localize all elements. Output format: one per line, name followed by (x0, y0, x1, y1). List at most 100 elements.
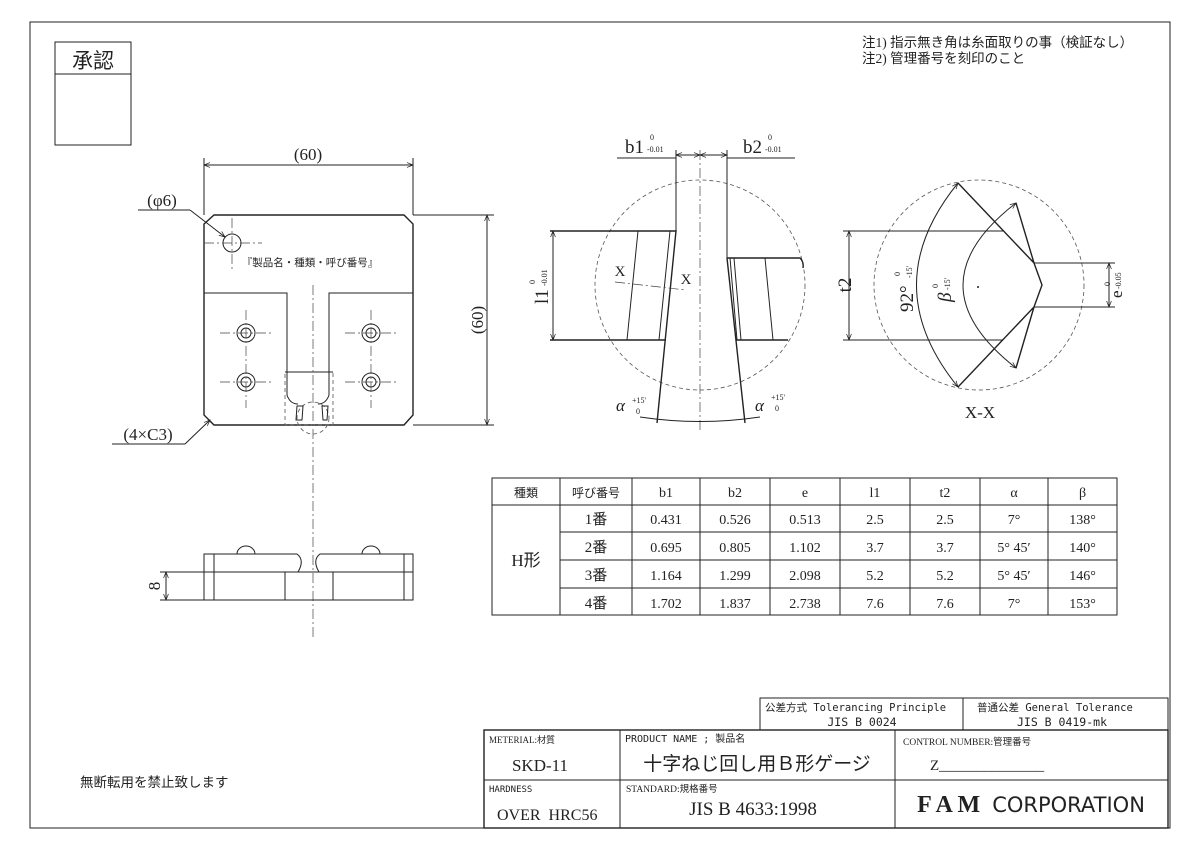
table-cell: 5.2 (936, 569, 954, 584)
section-marker-right: X (681, 272, 692, 288)
material-label: METERIAL:材質 (489, 734, 555, 745)
material-value: SKD-11 (512, 756, 568, 775)
beta-upper-tol: 0 (931, 284, 940, 288)
table-cell: 138° (1069, 513, 1096, 528)
angle-upper-tol: 0 (893, 272, 902, 276)
section-title: X-X (965, 403, 995, 422)
table-cell: 1.164 (650, 569, 682, 584)
table-cell: 0.695 (650, 541, 682, 556)
b2-upper-tol: 0 (768, 133, 772, 142)
table-cell: 3番 (585, 567, 608, 584)
table-cell: 2.738 (789, 597, 821, 612)
b1-upper-tol: 0 (650, 133, 654, 142)
product-value: 十字ねじ回し用Ｂ形ゲージ (643, 753, 871, 775)
table-cell: 3.7 (866, 541, 884, 556)
e-lower-tol: -0.05 (1114, 272, 1123, 289)
tolerancing-label: 公差方式 Tolerancing Principle (765, 701, 946, 714)
table-cell: 0.431 (650, 513, 682, 528)
table-cell: 153° (1069, 597, 1096, 612)
approval-label: 承認 (72, 49, 114, 73)
table-cell: 1番 (585, 511, 608, 528)
table-cell: 2.5 (936, 513, 954, 528)
table-cell: 1.102 (789, 541, 821, 556)
table-cell: 1.702 (650, 597, 682, 612)
table-cell: 0.805 (719, 541, 751, 556)
table-cell: 0.513 (789, 513, 821, 528)
table-cell: 2番 (585, 539, 608, 556)
alpha-left-label: α (616, 396, 626, 415)
beta-label: β (935, 292, 956, 303)
standard-value: JIS B 4633:1998 (689, 799, 817, 820)
table-header-cell: b2 (728, 486, 742, 501)
table-header-cell: l1 (870, 486, 881, 501)
general-tolerance-value: JIS B 0419-mk (1017, 715, 1107, 729)
company-logo: F A M CORPORATION (917, 792, 1145, 818)
table-cell: 7.6 (866, 597, 884, 612)
hole-dimension: (φ6) (147, 191, 177, 210)
table-header-cell: α (1010, 486, 1018, 501)
section-view: t2 92° 0 -15' β 0 -15' e 0 -0.05 X-X (835, 179, 1126, 422)
table-cell: 1.837 (719, 597, 751, 612)
width-dimension: (60) (294, 145, 322, 164)
e-label: e (1107, 290, 1126, 298)
table-header-cell: t2 (940, 486, 951, 501)
notes: 注1) 指示無き角は糸面取りの事（検証なし） 注2) 管理番号を刻印のこと (862, 35, 1133, 66)
alpha-right-lower: 0 (775, 404, 779, 413)
table-cell: 7° (1008, 513, 1021, 528)
table-cell: 7° (1008, 597, 1021, 612)
table-cell: 0.526 (719, 513, 751, 528)
beta-lower-tol: -15' (943, 277, 952, 290)
section-marker-left: X (615, 264, 626, 280)
table-header-cell: b1 (659, 486, 673, 501)
table-cell: 1.299 (719, 569, 751, 584)
chamfer-dimension: (4×C3) (123, 425, 172, 444)
title-block: 公差方式 Tolerancing Principle JIS B 0024 普通… (483, 697, 1169, 829)
tolerancing-value: JIS B 0024 (827, 715, 896, 729)
table-header-cell: e (802, 486, 808, 501)
standard-label: STANDARD:規格番号 (626, 783, 718, 795)
dimension-table: H形 種類 呼び番号 b1 b2 e l1 t2 α β 1番 0.431 0.526 0.513 2.5… (491, 477, 1118, 616)
l1-upper-tol: 0 (528, 280, 537, 284)
table-header-cell: β (1079, 486, 1086, 501)
control-number-label: CONTROL NUMBER:管理番号 (903, 736, 1031, 748)
note-1: 注1) 指示無き角は糸面取りの事（検証なし） (862, 35, 1133, 50)
b1-lower-tol: -0.01 (647, 145, 664, 154)
b2-lower-tol: -0.01 (765, 145, 782, 154)
table-header-cell: 種類 (514, 486, 538, 500)
table-header-cell: 呼び番号 (572, 486, 620, 500)
angle-label: 92° (897, 285, 918, 312)
table-cell: 7.6 (936, 597, 954, 612)
alpha-right-label: α (755, 396, 765, 415)
approval-box: 承認 (54, 41, 132, 146)
table-cell: 5° 45′ (997, 569, 1030, 584)
table-cell: 146° (1069, 569, 1096, 584)
general-tolerance-label: 普通公差 General Tolerance (977, 701, 1133, 714)
b2-label: b2 (743, 137, 762, 158)
table-cell: 2.098 (789, 569, 821, 584)
front-view: 『製品名・種類・呼び番号』 (60) (60) (φ6) (4×C3) (112, 145, 494, 640)
side-view: 8 (145, 545, 414, 601)
note-2: 注2) 管理番号を刻印のこと (862, 51, 1025, 66)
table-cell: 2.5 (866, 513, 884, 528)
l1-lower-tol: -0.01 (540, 269, 549, 286)
product-label: PRODUCT NAME ; 製品名 (625, 732, 745, 745)
alpha-left-lower: 0 (636, 407, 640, 416)
t2-label: t2 (835, 278, 856, 293)
hardness-value: OVER HRC56 (497, 807, 597, 824)
table-cell: 5° 45′ (997, 541, 1030, 556)
detail-view: X X b1 0 -0.01 b2 0 -0.01 l1 0 -0.01 α +… (528, 133, 806, 430)
hardness-label: HARDNESS (489, 785, 532, 795)
screw-holes (220, 310, 397, 408)
control-number-value: Z______________ (930, 758, 1045, 774)
table-cell: 5.2 (866, 569, 884, 584)
table-cell: 140° (1069, 541, 1096, 556)
angle-lower-tol: -15' (905, 265, 914, 278)
l1-label: l1 (532, 289, 553, 304)
b1-label: b1 (625, 137, 644, 158)
table-cell: 4番 (585, 595, 608, 612)
height-dimension: (60) (468, 306, 487, 334)
table-type-cell: H形 (511, 551, 540, 570)
e-upper-tol: 0 (1103, 282, 1112, 286)
table-cell: 3.7 (936, 541, 954, 556)
